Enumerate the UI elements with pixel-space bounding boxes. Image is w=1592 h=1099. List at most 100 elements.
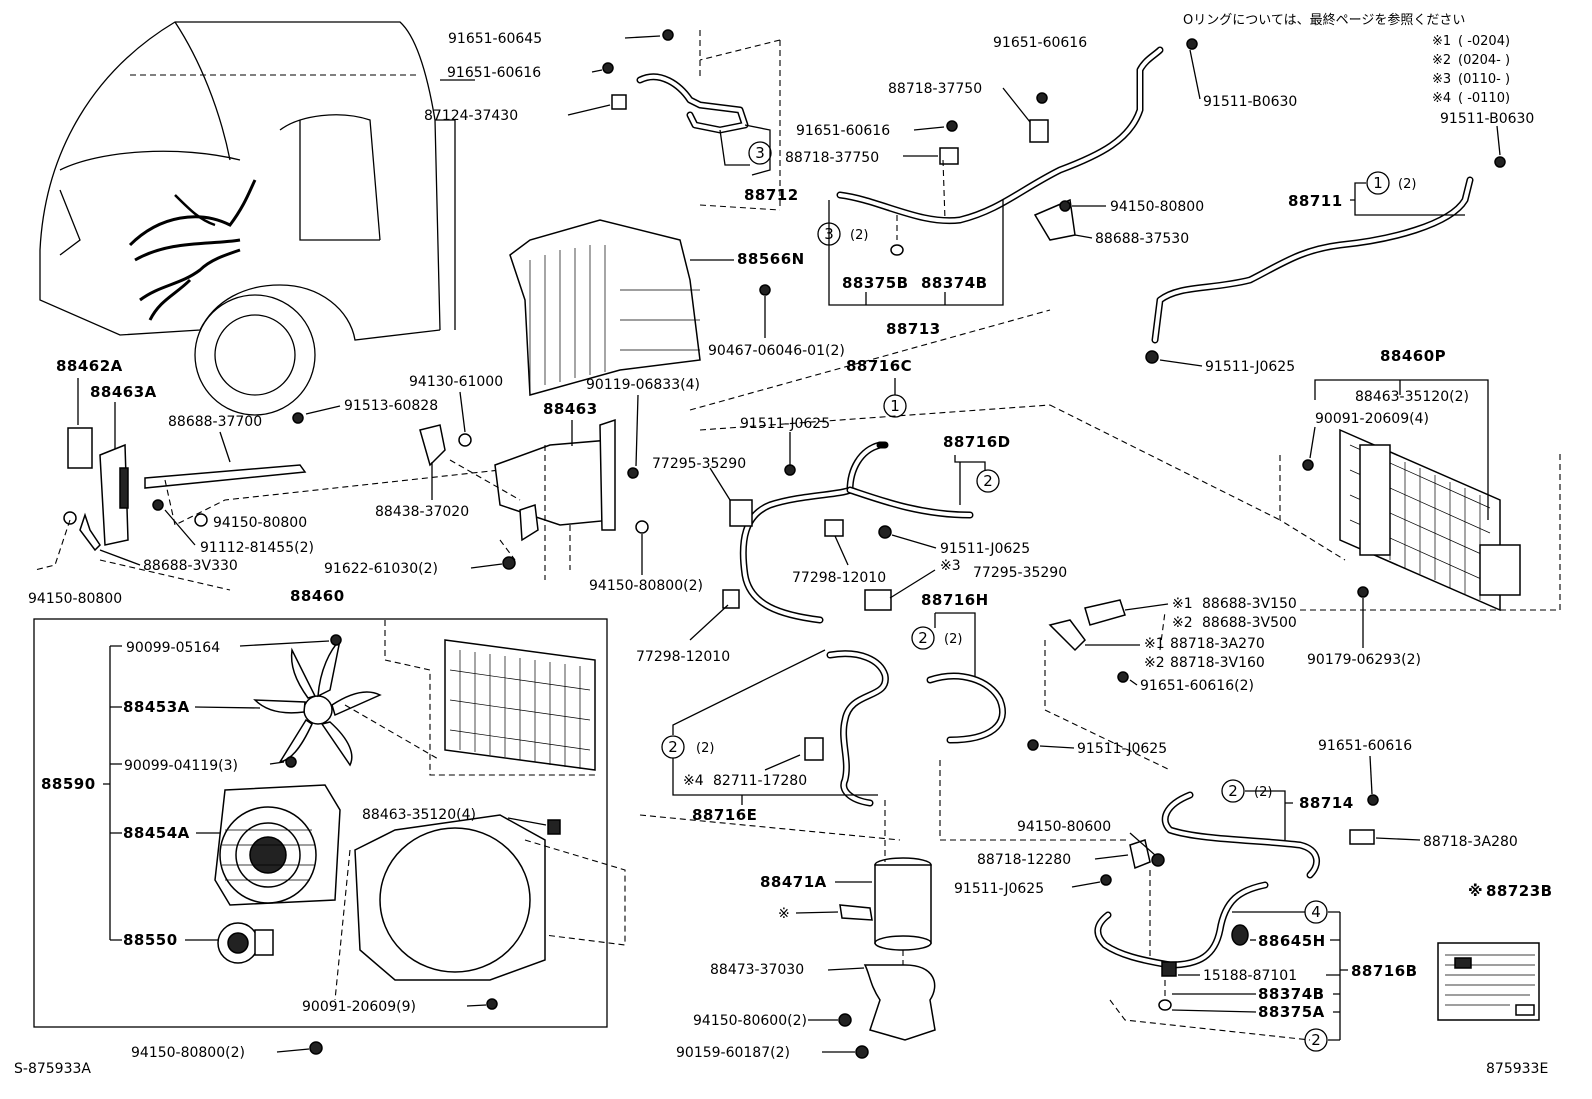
bolt-91651-60616-2[interactable] — [1117, 671, 1129, 683]
clamp-88718-3a280[interactable] — [1349, 829, 1375, 845]
oring-88375a[interactable] — [1158, 999, 1172, 1011]
ref-circle-2d-number: 2 — [1228, 782, 1238, 800]
label-88718-12280: 88718-12280 — [977, 852, 1071, 868]
clamp-88718-37750-b[interactable] — [939, 147, 959, 165]
bolt-91651-60616-a[interactable] — [602, 62, 614, 74]
bolt-90159-60187[interactable] — [855, 1045, 869, 1059]
label-94150-80800-2a: 94150-80800(2) — [589, 578, 703, 594]
bolt-91511-J0625-a[interactable] — [1145, 350, 1159, 364]
valve-88645h[interactable] — [1231, 924, 1249, 946]
mark-kome-b: ※ — [1468, 882, 1483, 900]
bolt-91651-60616-c[interactable] — [946, 120, 958, 132]
bolt-91511-J0625-b[interactable] — [784, 464, 796, 476]
pipe-88713[interactable] — [836, 38, 1198, 241]
condenser-88460[interactable] — [444, 639, 596, 771]
pipe-88712[interactable] — [602, 29, 749, 134]
bolt-91511-B0630-b[interactable] — [1494, 156, 1506, 168]
plug-15188-87101[interactable] — [1161, 961, 1177, 977]
pipe-88716h[interactable] — [926, 672, 1006, 744]
label-88460: 88460 — [290, 587, 345, 605]
pipe-88716e[interactable] — [804, 650, 889, 807]
label-88463-35120-4: 88463-35120(4) — [362, 807, 476, 823]
fan-blade-88453a[interactable] — [253, 637, 382, 767]
qty-2-d: (2) — [696, 741, 714, 756]
fan-motor-88550[interactable] — [217, 922, 274, 964]
shroud-88460[interactable] — [354, 814, 561, 1010]
mark-k2-b: ※2 — [1144, 655, 1165, 671]
nut-94150-80600[interactable] — [1151, 853, 1165, 867]
mark-kome-a: ※ — [778, 906, 790, 922]
bracket-88463a[interactable] — [63, 412, 307, 552]
shroud-88566n[interactable] — [509, 219, 771, 396]
bolt-90119-06833[interactable] — [627, 467, 639, 479]
bolt-90091-20609-4[interactable] — [1302, 459, 1314, 471]
nut-88463-35120-4[interactable] — [547, 819, 561, 835]
receiver-88471a[interactable] — [839, 857, 932, 951]
bracket-88462a[interactable] — [67, 427, 93, 469]
nut-94150-80800-b[interactable] — [194, 513, 208, 527]
legend-row-3-range: (0110- ) — [1458, 72, 1510, 87]
clamp-88718-37750-a[interactable] — [1029, 119, 1049, 143]
oring-88375b[interactable] — [890, 244, 904, 256]
bolt-91513-60828[interactable] — [292, 412, 304, 424]
cushion-82711-17280[interactable] — [804, 737, 824, 761]
bracket-88688-3v150[interactable] — [1048, 599, 1129, 683]
label-91511-B0630-b: 91511-B0630 — [1440, 111, 1534, 127]
bolt-91112-81455[interactable] — [152, 499, 164, 511]
bolt-90091-20609-9[interactable] — [486, 998, 498, 1010]
clamp-77295-35290-b[interactable] — [864, 589, 892, 611]
nut-94150-80800-a[interactable] — [1059, 200, 1071, 212]
bracket-88438-37020[interactable] — [419, 424, 446, 467]
pipe-88714[interactable] — [1161, 791, 1379, 879]
clamp-87124[interactable] — [611, 94, 627, 110]
bolt-91622-61030[interactable] — [502, 556, 516, 570]
pipe-88711[interactable] — [1145, 156, 1506, 364]
date-legend: ※1 ( -0204) ※2 (0204- ) ※3 (0110- ) ※4 (… — [1432, 34, 1510, 106]
legend-row-1-range: ( -0204) — [1458, 34, 1510, 49]
bolt-91651-60645[interactable] — [662, 29, 674, 41]
cushion-77298-12010-a[interactable] — [824, 519, 844, 537]
label-88712: 88712 — [744, 186, 799, 204]
bolt-90099-04119[interactable] — [285, 756, 297, 768]
pipe-88716b[interactable] — [1094, 839, 1269, 1011]
bolt-91511-J0625-d[interactable] — [1027, 739, 1039, 751]
bolt-91651-60616-b[interactable] — [1036, 92, 1048, 104]
nut-94150-80800-2b[interactable] — [309, 1041, 323, 1055]
bracket-88473-37030[interactable] — [838, 964, 936, 1059]
fan-motor-shroud-88454a[interactable] — [214, 784, 341, 906]
label-90179-06293: 90179-06293(2) — [1307, 652, 1421, 668]
brace-88688-37700[interactable] — [144, 464, 307, 489]
bolt-91511-J0625-c[interactable] — [878, 525, 892, 539]
bracket-88688-3v330[interactable] — [79, 512, 101, 552]
label-88716B: 88716B — [1351, 962, 1418, 980]
nut-94150-80600-2[interactable] — [838, 1013, 852, 1027]
oring-note: Oリングについては、最終ページを参照ください — [1183, 12, 1465, 28]
bolt-91511-B0630-a[interactable] — [1186, 38, 1198, 50]
nut-94150-80800-2a[interactable] — [635, 520, 649, 534]
nut-90099-05164[interactable] — [330, 634, 342, 646]
ref-circle-1b — [883, 394, 907, 418]
label-88453A: 88453A — [123, 698, 190, 716]
clamp-88718-12280[interactable] — [1129, 839, 1151, 870]
label-88463: 88463 — [543, 400, 598, 418]
nut-94130-61000[interactable] — [458, 433, 472, 447]
caution-label-88723b[interactable]: ※ 88723B — [1437, 882, 1553, 1021]
label-90091-20609-9: 90091-20609(9) — [302, 999, 416, 1015]
bolt-91651-60616-d[interactable] — [1367, 794, 1379, 806]
label-88718-37750-a: 88718-37750 — [888, 81, 982, 97]
label-91651-60616-2: 91651-60616(2) — [1140, 678, 1254, 694]
bracket-88463[interactable] — [419, 418, 649, 570]
nut-94150-80800-c[interactable] — [63, 511, 77, 525]
clamp-77295-35290-a[interactable] — [729, 499, 753, 527]
bolt-91511-J0625-e[interactable] — [1100, 874, 1112, 886]
clamp-88718-3a270[interactable] — [1048, 619, 1086, 652]
nut-90179-06293[interactable] — [1357, 586, 1369, 598]
label-91511-J0625-c: 91511-J0625 — [940, 541, 1030, 557]
label-88471A: 88471A — [760, 873, 827, 891]
cushion-77298-12010-b[interactable] — [722, 589, 740, 609]
pipe-88716c[interactable] — [722, 441, 974, 624]
label-88454A: 88454A — [123, 824, 190, 842]
clip-90467[interactable] — [759, 284, 771, 296]
label-88374B-2: 88374B — [1258, 985, 1325, 1003]
